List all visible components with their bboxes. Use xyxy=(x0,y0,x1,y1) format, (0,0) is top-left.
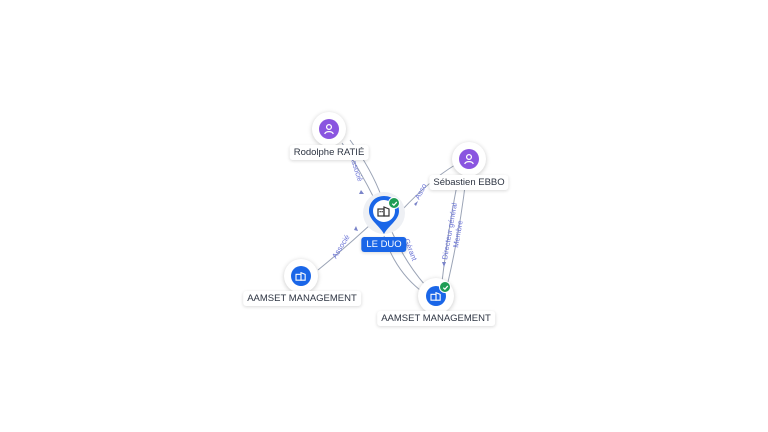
node-label: LE DUO xyxy=(361,237,407,252)
edge-arrow xyxy=(354,226,358,231)
edge-sebastien-aamsetright-a xyxy=(441,179,459,283)
edge-aamsetleft-leduo xyxy=(317,224,371,271)
edge-arrow xyxy=(442,262,446,267)
node-label: AAMSET MANAGEMENT xyxy=(243,291,361,306)
verified-check-icon xyxy=(388,197,400,209)
edge-arrow xyxy=(359,190,364,194)
edge-sebastien-leduo xyxy=(401,164,456,211)
edge-label-sebastien-leduo: Asso xyxy=(413,182,429,201)
verified-check-icon xyxy=(439,281,451,293)
edge-label-aamsetleft-leduo: Associé xyxy=(330,233,352,260)
edge-arrow xyxy=(414,201,418,206)
node-label: Rodolphe RATIÉ xyxy=(289,145,369,160)
person-icon xyxy=(459,149,479,169)
node-label: AAMSET MANAGEMENT xyxy=(377,311,495,326)
building-icon xyxy=(377,206,390,217)
building-icon xyxy=(291,266,311,286)
edge-aamsetright-leduo xyxy=(391,231,426,286)
node-label: Sébastien EBBO xyxy=(429,175,509,190)
person-icon xyxy=(319,119,339,139)
